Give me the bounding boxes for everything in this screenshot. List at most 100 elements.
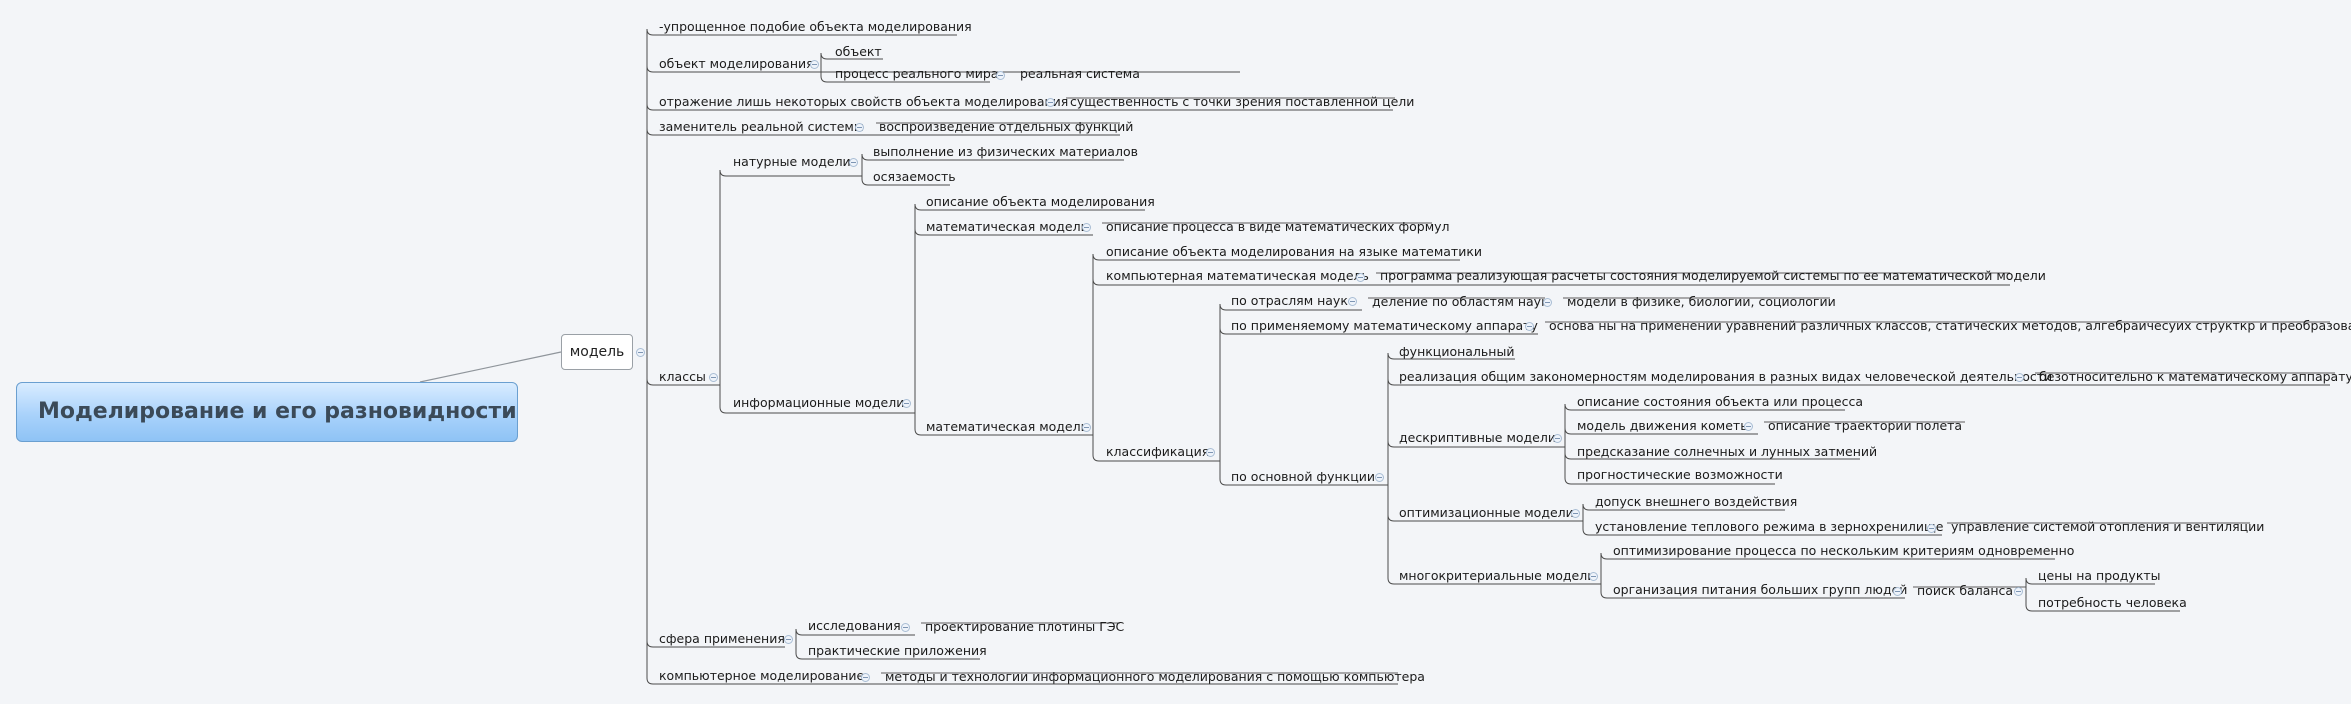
topic-thermal-regime[interactable]: установление теплового режима в зернохре… xyxy=(1595,519,1944,534)
topic-modeling-object[interactable]: объект моделирования xyxy=(659,56,814,71)
topic-human-needs[interactable]: потребность человека xyxy=(2038,595,2187,610)
topic-classification[interactable]: классификация xyxy=(1106,444,1210,459)
collapse-icon[interactable] xyxy=(1356,273,1365,282)
topic-external-influence[interactable]: допуск внешнего воздействия xyxy=(1595,494,1798,509)
central-topic[interactable]: Моделирование и его разновидности xyxy=(16,382,518,442)
topic-tangibility[interactable]: осязаемость xyxy=(873,169,956,184)
topic-multi-criteria-optimization[interactable]: оптимизирование процесса по нескольким к… xyxy=(1613,543,2075,558)
topic-simplified-likeness[interactable]: -упрощенное подобие объекта моделировани… xyxy=(659,19,972,34)
topic-object[interactable]: объект xyxy=(835,44,882,59)
collapse-icon[interactable] xyxy=(855,123,864,132)
topic-object-description[interactable]: описание объекта моделирования xyxy=(926,194,1155,209)
topic-state-description[interactable]: описание состояния объекта или процесса xyxy=(1577,394,1863,409)
main-topic-model[interactable]: модель xyxy=(561,334,633,370)
topic-physics-biology[interactable]: модели в физике, биологии, социологии xyxy=(1567,294,1836,309)
topic-food-prices[interactable]: цены на продукты xyxy=(2038,568,2161,583)
branch-connector-line xyxy=(1600,591,1905,599)
topic-essentiality[interactable]: существенность с точки зрения поставленн… xyxy=(1070,94,1415,109)
branch-connector-line xyxy=(646,378,720,386)
topic-calculation-program[interactable]: программа реализующая расчеты состояния … xyxy=(1380,268,2046,283)
branch-connector-line xyxy=(1387,378,2330,386)
collapse-icon[interactable] xyxy=(1046,98,1055,107)
collapse-icon[interactable] xyxy=(1571,509,1580,518)
collapse-icon[interactable] xyxy=(1348,297,1357,306)
branch-connector-line xyxy=(1564,452,1860,460)
topic-natural-models[interactable]: натурные модели xyxy=(733,154,851,169)
topic-multicriteria-models[interactable]: многокритериальные модели xyxy=(1399,568,1596,583)
topic-by-science[interactable]: по отраслям наук xyxy=(1231,293,1348,308)
topic-math-model-1[interactable]: математическая модель xyxy=(926,219,1088,234)
collapse-icon[interactable] xyxy=(784,635,793,644)
collapse-icon[interactable] xyxy=(996,71,1005,80)
branch-connector-line xyxy=(861,178,950,186)
branch-connector-line xyxy=(1582,528,1942,536)
topic-physical-materials[interactable]: выполнение из физических материалов xyxy=(873,144,1138,159)
collapse-icon[interactable] xyxy=(1543,298,1552,307)
branch-connector-line xyxy=(1092,454,1220,462)
topic-function-reproduction[interactable]: воспроизведение отдельных функций xyxy=(879,119,1134,134)
collapse-icon[interactable] xyxy=(901,623,910,632)
collapse-icon[interactable] xyxy=(1927,524,1936,533)
topic-balance-search[interactable]: поиск баланса xyxy=(1917,583,2014,598)
topic-it-methods[interactable]: методы и технологии информационного моде… xyxy=(885,669,1425,684)
topic-research[interactable]: исследования xyxy=(808,618,901,633)
collapse-icon[interactable] xyxy=(709,373,718,382)
collapse-icon[interactable] xyxy=(849,158,858,167)
topic-math-language[interactable]: описание объекта моделирования на языке … xyxy=(1106,244,1482,259)
branch-connector-line xyxy=(861,153,1124,161)
branch-connector-line xyxy=(646,128,1120,136)
central-connector-line xyxy=(419,351,562,383)
branch-connector-line xyxy=(1387,352,1515,360)
topic-classes[interactable]: классы xyxy=(659,369,706,384)
collapse-icon[interactable] xyxy=(902,399,911,408)
topic-computer-math-model[interactable]: компьютерная математическая модель xyxy=(1106,268,1369,283)
topic-regardless-apparatus[interactable]: безотносительно к математическому аппара… xyxy=(2039,369,2351,384)
branch-connector-line xyxy=(646,103,1393,111)
topic-substitute[interactable]: заменитель реальной системы xyxy=(659,119,864,134)
topic-computer-modeling[interactable]: компьютерное моделирование xyxy=(659,668,865,683)
topic-real-world-process[interactable]: процесс реального мира xyxy=(835,66,999,81)
topic-science-areas[interactable]: деление по областям наук xyxy=(1372,294,1549,309)
topic-functional[interactable]: функциональный xyxy=(1399,344,1515,359)
topic-eclipses[interactable]: предсказание солнечных и лунных затмений xyxy=(1577,444,1878,459)
branch-connector-line xyxy=(1092,278,2010,286)
topic-real-system[interactable]: реальная система xyxy=(1020,66,1140,81)
collapse-icon[interactable] xyxy=(1206,448,1215,457)
topic-application-area[interactable]: сфера применения xyxy=(659,631,785,646)
branch-connector-line xyxy=(914,203,1145,211)
collapse-icon[interactable] xyxy=(2014,587,2023,596)
topic-math-model-2[interactable]: математическая модель xyxy=(926,419,1088,434)
branch-connector-line xyxy=(1564,477,1775,485)
collapse-icon[interactable] xyxy=(1082,423,1091,432)
topic-practical-applications[interactable]: практические приложения xyxy=(808,643,987,658)
topic-math-formulas[interactable]: описание процесса в виде математических … xyxy=(1106,219,1450,234)
topic-prognostic[interactable]: прогностические возможности xyxy=(1577,467,1783,482)
topic-partial-reflection[interactable]: отражение лишь некоторых свойств объекта… xyxy=(659,94,1069,109)
collapse-icon[interactable] xyxy=(1893,587,1902,596)
collapse-icon[interactable] xyxy=(810,60,819,69)
topic-comet-model[interactable]: модель движения кометы xyxy=(1577,418,1751,433)
collapse-icon[interactable] xyxy=(2015,373,2024,382)
topic-equations-basis[interactable]: основа ны на применении уравнений различ… xyxy=(1549,318,2351,333)
topic-descriptive-models[interactable]: дескриптивные модели xyxy=(1399,430,1556,445)
collapse-icon[interactable] xyxy=(1082,223,1091,232)
topic-general-laws[interactable]: реализация общим закономерностям моделир… xyxy=(1399,369,2053,384)
topic-heating-control[interactable]: управление системой отопления и вентиляц… xyxy=(1951,519,2265,534)
collapse-icon[interactable] xyxy=(1589,572,1598,581)
topic-optimization-models[interactable]: оптимизационные модели xyxy=(1399,505,1574,520)
topic-group-nutrition[interactable]: организация питания больших групп людей xyxy=(1613,582,1908,597)
branch-connector-line xyxy=(1219,303,1362,311)
topic-trajectory[interactable]: описание траектории полета xyxy=(1768,418,1963,433)
topic-dam-design[interactable]: проектирование плотины ГЭС xyxy=(925,619,1125,634)
collapse-icon[interactable] xyxy=(1525,322,1534,331)
collapse-icon[interactable] xyxy=(1375,473,1384,482)
collapse-icon[interactable] xyxy=(861,673,870,682)
collapse-icon[interactable] xyxy=(1744,422,1753,431)
topic-by-math-apparatus[interactable]: по применяемому математическому аппарату xyxy=(1231,318,1538,333)
topic-information-models[interactable]: информационные модели xyxy=(733,395,905,410)
topic-by-main-function[interactable]: по основной функции xyxy=(1231,469,1375,484)
branch-connector-line xyxy=(646,677,1398,685)
collapse-icon[interactable] xyxy=(636,348,645,357)
branch-connector-line xyxy=(719,406,915,414)
collapse-icon[interactable] xyxy=(1553,434,1562,443)
